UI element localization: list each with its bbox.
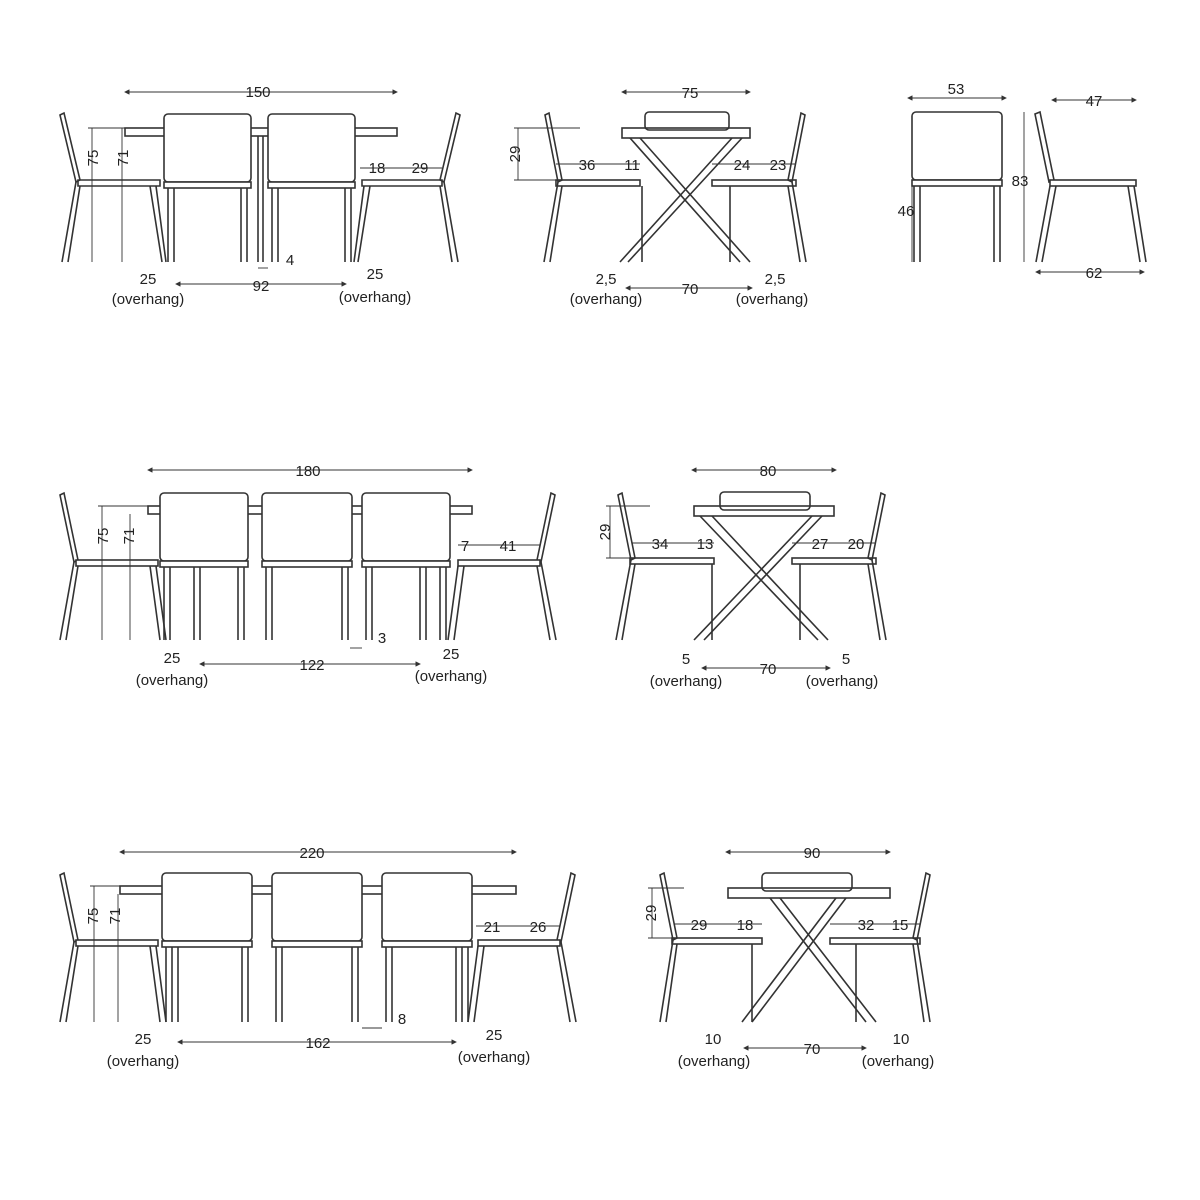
dim-end-chair-clear: 41	[500, 538, 517, 555]
dim-overhang-left: 5	[682, 651, 690, 668]
front-chair-1	[161, 872, 253, 1022]
dim-leg-span: 92	[253, 278, 270, 295]
dim-overhang-right: 25	[367, 266, 384, 283]
chair-side-view: 47 83 62	[1012, 93, 1147, 282]
dim-overhang-left: 25	[164, 650, 181, 667]
dim-end-gap: 21	[484, 919, 501, 936]
dim-right-gap: 27	[812, 536, 829, 553]
dim-right-gap: 24	[734, 157, 751, 174]
overhang-label-left: (overhang)	[112, 291, 185, 308]
table-top	[621, 127, 751, 139]
dim-leg-span: 70	[682, 281, 699, 298]
end-chair-left	[59, 111, 167, 263]
overhang-label-right: (overhang)	[339, 289, 412, 306]
set2-front-view: 180 75 71 7 41 3 122 25 (overhang) 25 (o…	[59, 463, 557, 689]
dim-overhang-left: 10	[705, 1031, 722, 1048]
dim-end-chair-clear: 29	[412, 160, 429, 177]
dim-table-height: 75	[95, 528, 112, 545]
overhang-label-left: (overhang)	[678, 1053, 751, 1070]
dim-overhang-left: 25	[140, 271, 157, 288]
dim-end-chair-clear: 26	[530, 919, 547, 936]
dim-end-gap: 7	[461, 538, 469, 555]
chair-front-view: 53 46	[898, 81, 1007, 262]
dim-overhang-left: 2,5	[596, 271, 617, 288]
dim-table-height: 75	[85, 150, 102, 167]
dim-chair-gap: 18	[369, 160, 386, 177]
overhang-label-right: (overhang)	[806, 673, 879, 690]
dim-table-height: 75	[85, 908, 102, 925]
front-chair-3	[381, 872, 473, 1022]
back-chair	[644, 111, 730, 131]
dim-overhang-right: 10	[893, 1031, 910, 1048]
dim-left-gap: 11	[624, 157, 640, 174]
front-chair-3	[361, 492, 451, 640]
dim-seat-to-top: 71	[121, 528, 138, 545]
dim-depth-bottom: 62	[1086, 265, 1103, 282]
table-top	[124, 127, 398, 137]
overhang-label-right: (overhang)	[415, 668, 488, 685]
overhang-label-left: (overhang)	[570, 291, 643, 308]
dim-seat-to-top: 71	[115, 150, 132, 167]
dim-overhang-right: 25	[443, 646, 460, 663]
dim-seat-to-top: 71	[107, 908, 124, 925]
overhang-label-right: (overhang)	[736, 291, 809, 308]
dim-leg-span: 70	[760, 661, 777, 678]
dim-left-seat: 34	[652, 536, 669, 553]
dim-left-seat: 29	[691, 917, 708, 934]
dim-chair-clear: 29	[507, 146, 524, 163]
dim-overhang-right: 5	[842, 651, 850, 668]
dim-total-width: 220	[299, 845, 324, 862]
dim-depth: 90	[804, 845, 821, 862]
end-chair-right	[353, 111, 461, 263]
front-chair-1	[163, 113, 252, 262]
front-chair-2	[267, 113, 356, 262]
dim-leg-gap: 3	[378, 630, 386, 647]
dim-chair-clear: 29	[597, 524, 614, 541]
overhang-label-right: (overhang)	[862, 1053, 935, 1070]
dim-total-width: 150	[245, 84, 270, 101]
set3-side-view: 90 29 29 18 32 15 70 10 (overhang) 10 (o…	[643, 845, 934, 1070]
dim-overhang-left: 25	[135, 1031, 152, 1048]
dim-right-seat: 23	[770, 157, 787, 174]
overhang-label-left: (overhang)	[650, 673, 723, 690]
dim-leg-span: 70	[804, 1041, 821, 1058]
dim-seat-height: 46	[898, 203, 915, 220]
dim-depth: 75	[682, 85, 699, 102]
dim-leg-gap: 8	[398, 1011, 406, 1028]
dim-left-gap: 18	[737, 917, 754, 934]
dim-leg-span: 122	[299, 657, 324, 674]
set2-side-view: 80 29 34 13 27 20 70 5 (overhang) 5 (ove…	[597, 463, 887, 690]
dim-leg-span: 162	[305, 1035, 330, 1052]
overhang-label-left: (overhang)	[107, 1053, 180, 1070]
set3-front-view: 220 75 71 21 26 8 162 25 (overhang) 25 (…	[59, 845, 577, 1070]
front-chair-2	[271, 872, 363, 1022]
overhang-label-left: (overhang)	[136, 672, 209, 689]
dim-left-seat: 36	[579, 157, 596, 174]
dim-leg-gap: 4	[286, 252, 294, 269]
dim-right-seat: 15	[892, 917, 909, 934]
dim-right-seat: 20	[848, 536, 865, 553]
dim-left-gap: 13	[697, 536, 714, 553]
set1-side-view: 75 29 36 11 24 23 70 2,5 (overhang) 2,5 …	[507, 85, 808, 308]
dim-chair-clear: 29	[643, 905, 660, 922]
front-chair-1	[159, 492, 249, 640]
dim-width: 53	[948, 81, 965, 98]
overhang-label-right: (overhang)	[458, 1049, 531, 1066]
dim-right-gap: 32	[858, 917, 875, 934]
dim-depth: 80	[760, 463, 777, 480]
dim-overhang-right: 2,5	[765, 271, 786, 288]
dim-overhang-right: 25	[486, 1027, 503, 1044]
dim-total-width: 180	[295, 463, 320, 480]
dim-depth-top: 47	[1086, 93, 1103, 110]
front-chair-2	[261, 492, 353, 640]
dim-height: 83	[1012, 173, 1029, 190]
set1-front-view: 150 75 71 18 29 4 92 25 (overhang) 25 (o…	[59, 84, 461, 308]
